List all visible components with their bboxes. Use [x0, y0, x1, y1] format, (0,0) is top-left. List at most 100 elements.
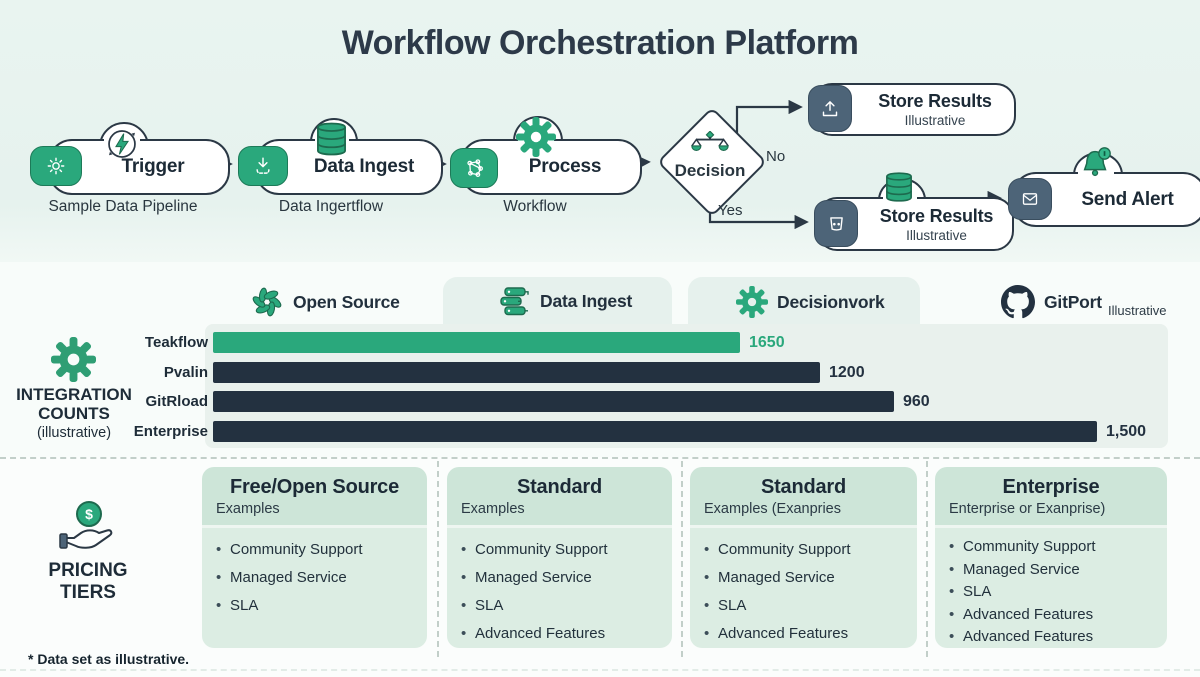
- open-source-swirl-icon: [252, 287, 282, 317]
- bottom-edge: [0, 669, 1200, 671]
- alert-badge: [1008, 178, 1052, 220]
- bar-value-label: 1650: [749, 334, 785, 351]
- spark-icon: [47, 157, 65, 175]
- footnote: * Data set as illustrative.: [28, 651, 190, 667]
- tier-feature-item: Community Support: [216, 536, 413, 564]
- tier-feature-item: SLA: [949, 581, 1153, 604]
- column-label: Open Source: [293, 291, 400, 312]
- bar-value-label: 1200: [829, 364, 865, 381]
- database-icon: [315, 120, 348, 158]
- tier-feature-item: Managed Service: [216, 564, 413, 592]
- tier-feature-list: Community SupportManaged ServiceSLA: [216, 536, 413, 620]
- store-yes-badge: [814, 200, 858, 247]
- store-no-sublabel: Illustrative: [904, 113, 966, 128]
- decision-label: Decision: [674, 161, 746, 180]
- trigger-label: Trigger: [121, 156, 185, 177]
- column-label: Data Ingest: [540, 291, 633, 311]
- bucket-icon: [829, 217, 843, 231]
- chart-illustrative-note: Illustrative: [1108, 303, 1167, 318]
- gear-icon: [51, 337, 96, 382]
- chart-bar-row: GitRload 960: [146, 391, 1173, 412]
- store-no-label: Store Results: [878, 91, 992, 111]
- server-stack-icon: [500, 287, 529, 316]
- store-yes-sublabel: Illustrative: [906, 227, 967, 243]
- svg-text:$: $: [85, 506, 93, 522]
- database-icon: [884, 170, 914, 204]
- bar: [213, 362, 820, 383]
- bar: [213, 421, 1097, 442]
- store-yes-label: Store Results: [879, 205, 994, 226]
- tier-title: Enterprise: [1002, 476, 1100, 498]
- process-label: Process: [528, 156, 602, 177]
- tier-subtitle: Examples (Exanpries: [704, 501, 841, 517]
- pricing-heading-line2: TIERS: [60, 582, 116, 603]
- store-no-badge: [808, 85, 852, 132]
- bell-icon: [1077, 145, 1115, 181]
- gear-icon: [736, 286, 768, 318]
- tier-title: Standard: [760, 476, 847, 498]
- tier-feature-item: Community Support: [704, 536, 903, 564]
- network-icon: [466, 158, 483, 177]
- ingest-caption: Data Ingertflow: [278, 198, 384, 215]
- tier-feature-item: Advanced Features: [461, 620, 658, 648]
- column-label: Decisionvork: [777, 291, 885, 312]
- gear-icon: [516, 117, 556, 157]
- tier-feature-item: Advanced Features: [704, 620, 903, 648]
- money-hand-icon: $: [52, 498, 122, 560]
- tier-subtitle: Enterprise or Exanprise): [949, 501, 1106, 517]
- bar-value-label: 1,500: [1106, 423, 1147, 440]
- column-header-data-ingest: Data Ingest: [497, 285, 632, 318]
- scale-icon: [690, 131, 730, 159]
- decision-yes-label: Yes: [718, 202, 743, 219]
- tier-title: Standard: [516, 476, 603, 498]
- tier-feature-item: Managed Service: [949, 559, 1153, 582]
- integration-heading-line2: COUNTS: [38, 404, 110, 423]
- bar: [213, 332, 740, 353]
- ingest-label: Data Ingest: [313, 156, 415, 177]
- page-title: Workflow Orchestration Platform: [341, 24, 859, 62]
- tier-feature-list-wrap: Community SupportManaged ServiceSLAAdvan…: [690, 528, 917, 648]
- tier-feature-list: Community SupportManaged ServiceSLAAdvan…: [461, 536, 658, 648]
- flow-connectors: [198, 99, 1002, 230]
- tier-feature-item: Advanced Features: [949, 626, 1153, 648]
- github-icon: [1001, 285, 1035, 319]
- pricing-tier-card: StandardExamplesCommunity SupportManaged…: [447, 467, 672, 648]
- bar: [213, 391, 894, 412]
- tier-title: Free/Open Source: [229, 476, 400, 498]
- integration-heading: INTEGRATION COUNTS (illustrative): [0, 385, 148, 441]
- tier-feature-item: SLA: [216, 592, 413, 620]
- bar-category-label: Pvalin: [163, 364, 208, 381]
- bar-value-label: 960: [903, 393, 930, 410]
- tier-separator: [681, 461, 683, 657]
- column-header-decisionvork: Decisionvork: [736, 286, 885, 318]
- tier-feature-item: Community Support: [949, 536, 1153, 559]
- chart-bar-row: Enterprise 1,500: [134, 421, 1173, 442]
- pricing-tier-card: Free/Open SourceExamplesCommunity Suppor…: [202, 467, 427, 648]
- tier-feature-list-wrap: Community SupportManaged ServiceSLAAdvan…: [447, 528, 672, 648]
- pricing-heading: PRICING TIERS: [18, 560, 158, 604]
- bar-category-label: Enterprise: [133, 423, 208, 440]
- tier-separator: [926, 461, 928, 657]
- pricing-heading-line1: PRICING: [48, 560, 128, 581]
- envelope-icon: [1022, 193, 1038, 205]
- tier-feature-item: SLA: [704, 592, 903, 620]
- flow-section: Workflow Orchestration Platform Trigger …: [0, 0, 1200, 262]
- trigger-badge: [30, 146, 82, 186]
- chart-bar-row: Pvalin 1200: [164, 362, 1173, 383]
- flow-node-ingest: Data Ingest: [255, 139, 443, 195]
- ingest-badge: [238, 146, 288, 186]
- tier-subtitle: Examples: [216, 501, 280, 517]
- bar-category-label: GitRload: [145, 393, 209, 410]
- tier-feature-list: Community SupportManaged ServiceSLA Advan…: [949, 536, 1153, 648]
- trigger-caption: Sample Data Pipeline: [48, 198, 198, 215]
- process-badge: [450, 148, 498, 188]
- tier-feature-list-wrap: Community SupportManaged ServiceSLA: [202, 528, 427, 648]
- tier-feature-item: SLA: [461, 592, 658, 620]
